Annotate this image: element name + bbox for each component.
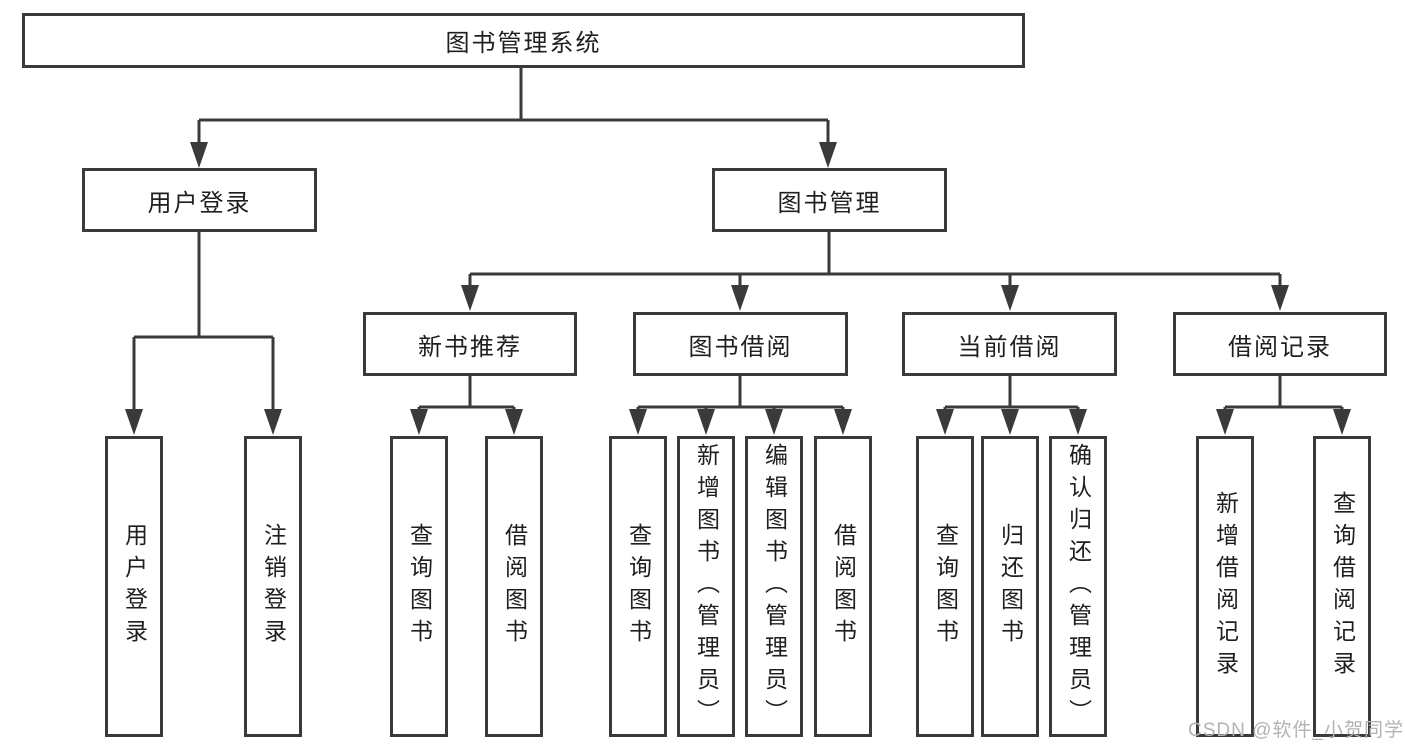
- node-borrow-records: 借阅记录: [1173, 312, 1387, 376]
- node-current-borrow: 当前借阅: [902, 312, 1117, 376]
- leaf-label: 用户登录: [121, 522, 148, 651]
- leaf-br-add-record: 新增借阅记录: [1196, 436, 1254, 737]
- leaf-bb-edit-books-admin: 编辑图书（管理员）: [745, 436, 803, 737]
- node-book-management: 图书管理: [712, 168, 947, 232]
- leaf-bb-add-books-admin: 新增图书（管理员）: [677, 436, 735, 737]
- leaf-label: 归还图书: [997, 522, 1024, 651]
- leaf-logout: 注销登录: [244, 436, 302, 737]
- leaf-label: 注销登录: [260, 522, 287, 651]
- leaf-cb-return-books: 归还图书: [981, 436, 1039, 737]
- leaf-label: 借阅图书: [830, 522, 857, 651]
- leaf-cb-confirm-return-admin: 确认归还（管理员）: [1049, 436, 1107, 737]
- node-book-borrow: 图书借阅: [633, 312, 848, 376]
- leaf-user-login: 用户登录: [105, 436, 163, 737]
- leaf-rec-query-books: 查询图书: [390, 436, 448, 737]
- leaf-label: 确认归还（管理员）: [1065, 442, 1092, 731]
- leaf-bb-query-books: 查询图书: [609, 436, 667, 737]
- leaf-label: 查询图书: [625, 522, 652, 651]
- arrowheads: [125, 142, 1351, 435]
- leaf-cb-query-books: 查询图书: [916, 436, 974, 737]
- node-root: 图书管理系统: [22, 13, 1025, 68]
- leaf-br-query-record: 查询借阅记录: [1313, 436, 1371, 737]
- node-new-book-recommend: 新书推荐: [363, 312, 577, 376]
- leaf-label: 编辑图书（管理员）: [761, 442, 788, 731]
- leaf-label: 查询借阅记录: [1329, 490, 1356, 683]
- leaf-label: 新增图书（管理员）: [693, 442, 720, 731]
- leaf-label: 新增借阅记录: [1212, 490, 1239, 683]
- leaf-label: 借阅图书: [501, 522, 528, 651]
- leaf-label: 查询图书: [406, 522, 433, 651]
- node-user-login: 用户登录: [82, 168, 317, 232]
- leaf-label: 查询图书: [932, 522, 959, 651]
- leaf-bb-borrow-books: 借阅图书: [814, 436, 872, 737]
- csdn-watermark: CSDN @软件_小贺同学: [1188, 720, 1404, 741]
- leaf-rec-borrow-books: 借阅图书: [485, 436, 543, 737]
